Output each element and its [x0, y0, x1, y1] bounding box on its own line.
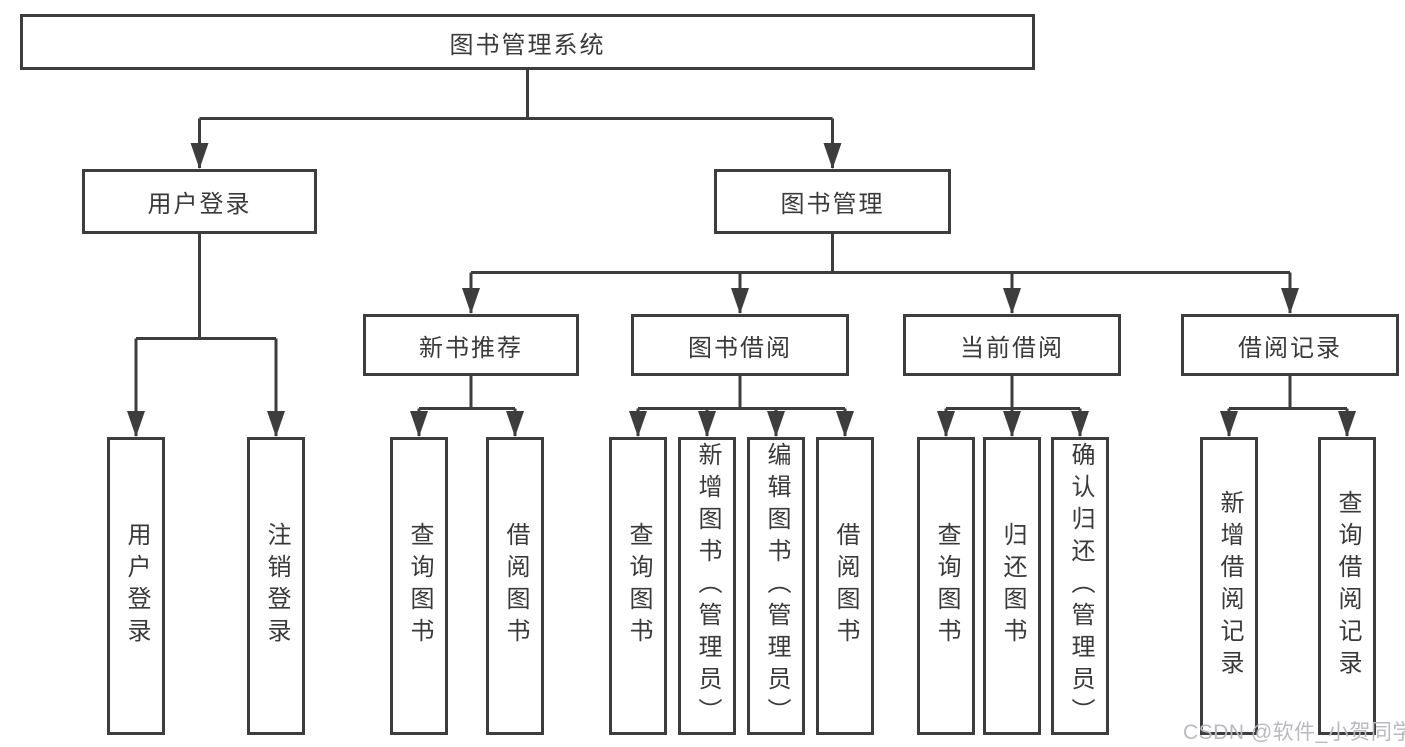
leaf-edit-book-admin: 编辑图书（管理员）: [747, 437, 805, 735]
leaf-logout: 注销登录: [247, 437, 305, 735]
node-book-borrowing: 图书借阅: [631, 314, 849, 376]
leaf-add-borrow-record: 新增借阅记录: [1200, 437, 1258, 735]
leaf-borrow-books: 借阅图书: [816, 437, 874, 735]
node-borrowing-records: 借阅记录: [1181, 314, 1399, 376]
leaf-query-books-current: 查询图书: [917, 437, 975, 735]
node-user-login: 用户登录: [82, 169, 317, 234]
csdn-watermark: CSDN @软件_小贺同学: [1183, 721, 1405, 744]
node-system-root: 图书管理系统: [20, 14, 1035, 70]
leaf-query-books-borrowing: 查询图书: [609, 437, 667, 735]
node-new-book-recommend: 新书推荐: [363, 314, 579, 376]
leaf-return-books: 归还图书: [983, 437, 1041, 735]
leaf-query-borrow-record: 查询借阅记录: [1318, 437, 1376, 735]
node-current-borrowing: 当前借阅: [903, 314, 1121, 376]
leaf-borrow-books-recommend: 借阅图书: [486, 437, 544, 735]
node-book-management: 图书管理: [714, 169, 951, 234]
leaf-query-books-recommend: 查询图书: [390, 437, 448, 735]
leaf-user-login: 用户登录: [107, 437, 165, 735]
leaf-confirm-return-admin: 确认归还（管理员）: [1051, 437, 1109, 735]
leaf-add-book-admin: 新增图书（管理员）: [678, 437, 736, 735]
